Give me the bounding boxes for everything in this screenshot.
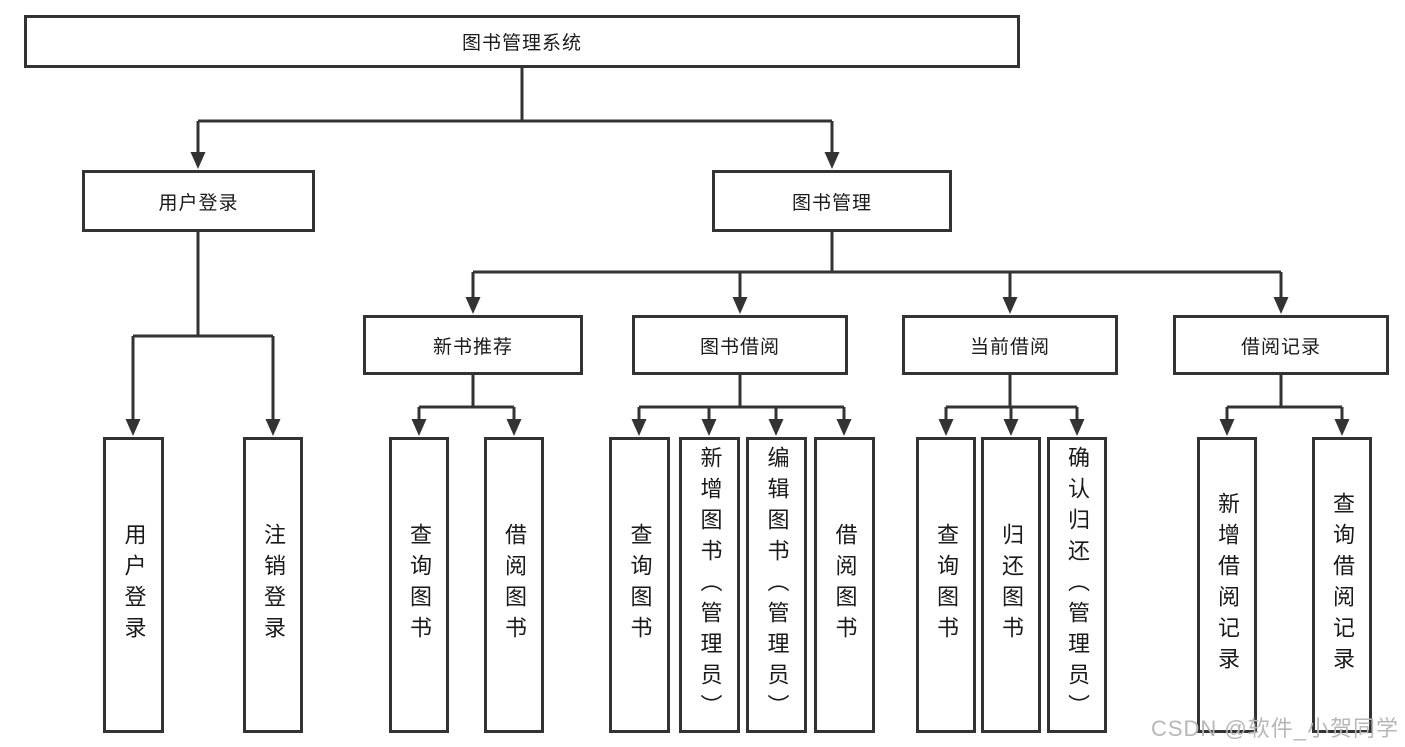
leaf-logout: 注销登录 xyxy=(243,437,303,733)
leaf-user-login: 用户登录 xyxy=(103,437,164,733)
csdn-watermark: CSDN @软件_小贺同学 xyxy=(1150,716,1399,741)
leaf-query-borrow-record: 查询借阅记录 xyxy=(1312,437,1372,733)
leaf-query-books-current-label: 查询图书 xyxy=(934,523,959,647)
node-root-label: 图书管理系统 xyxy=(461,33,582,54)
node-user-login-label: 用户登录 xyxy=(158,192,239,214)
leaf-query-books-borrow-label: 查询图书 xyxy=(627,523,653,647)
leaf-borrow-books-recommend-label: 借阅图书 xyxy=(502,523,527,647)
leaf-add-book-admin: 新增图书（管理员） xyxy=(679,437,740,733)
leaf-query-books-current: 查询图书 xyxy=(916,437,976,733)
leaf-query-books-recommend: 查询图书 xyxy=(389,437,449,733)
leaf-query-books-recommend-label: 查询图书 xyxy=(407,523,432,647)
leaf-add-book-admin-label: 新增图书（管理员） xyxy=(697,445,723,725)
node-borrow-records-label: 借阅记录 xyxy=(1240,336,1321,358)
leaf-user-login-label: 用户登录 xyxy=(121,523,147,647)
connector-paths xyxy=(131,68,1344,422)
leaf-query-books-borrow: 查询图书 xyxy=(609,437,670,733)
node-root-system: 图书管理系统 xyxy=(24,15,1020,68)
leaf-add-borrow-record-label: 新增借阅记录 xyxy=(1215,492,1240,678)
leaf-return-book-label: 归还图书 xyxy=(999,523,1024,647)
node-new-book-recommend-label: 新书推荐 xyxy=(432,336,513,358)
leaf-confirm-return-admin: 确认归还（管理员） xyxy=(1047,437,1107,733)
leaf-borrow-books-borrow-label: 借阅图书 xyxy=(832,523,858,647)
leaf-edit-book-admin: 编辑图书（管理员） xyxy=(746,437,807,733)
leaf-borrow-books-recommend: 借阅图书 xyxy=(484,437,544,733)
node-new-book-recommend: 新书推荐 xyxy=(363,315,583,375)
leaf-edit-book-admin-label: 编辑图书（管理员） xyxy=(764,445,790,725)
node-current-borrow: 当前借阅 xyxy=(902,315,1118,375)
node-borrow-records: 借阅记录 xyxy=(1173,315,1389,375)
node-user-login: 用户登录 xyxy=(82,170,315,232)
leaf-confirm-return-admin-label: 确认归还（管理员） xyxy=(1065,445,1090,725)
node-book-management: 图书管理 xyxy=(712,170,952,232)
leaf-return-book: 归还图书 xyxy=(981,437,1041,733)
leaf-borrow-books-borrow: 借阅图书 xyxy=(814,437,875,733)
arrowhead-icons xyxy=(125,152,1350,436)
leaf-add-borrow-record: 新增借阅记录 xyxy=(1197,437,1257,733)
leaf-logout-label: 注销登录 xyxy=(261,523,286,647)
node-book-borrow-label: 图书借阅 xyxy=(699,336,780,358)
leaf-query-borrow-record-label: 查询借阅记录 xyxy=(1330,492,1355,678)
node-current-borrow-label: 当前借阅 xyxy=(969,336,1050,358)
node-book-borrow: 图书借阅 xyxy=(632,315,848,375)
node-book-management-label: 图书管理 xyxy=(791,192,872,214)
